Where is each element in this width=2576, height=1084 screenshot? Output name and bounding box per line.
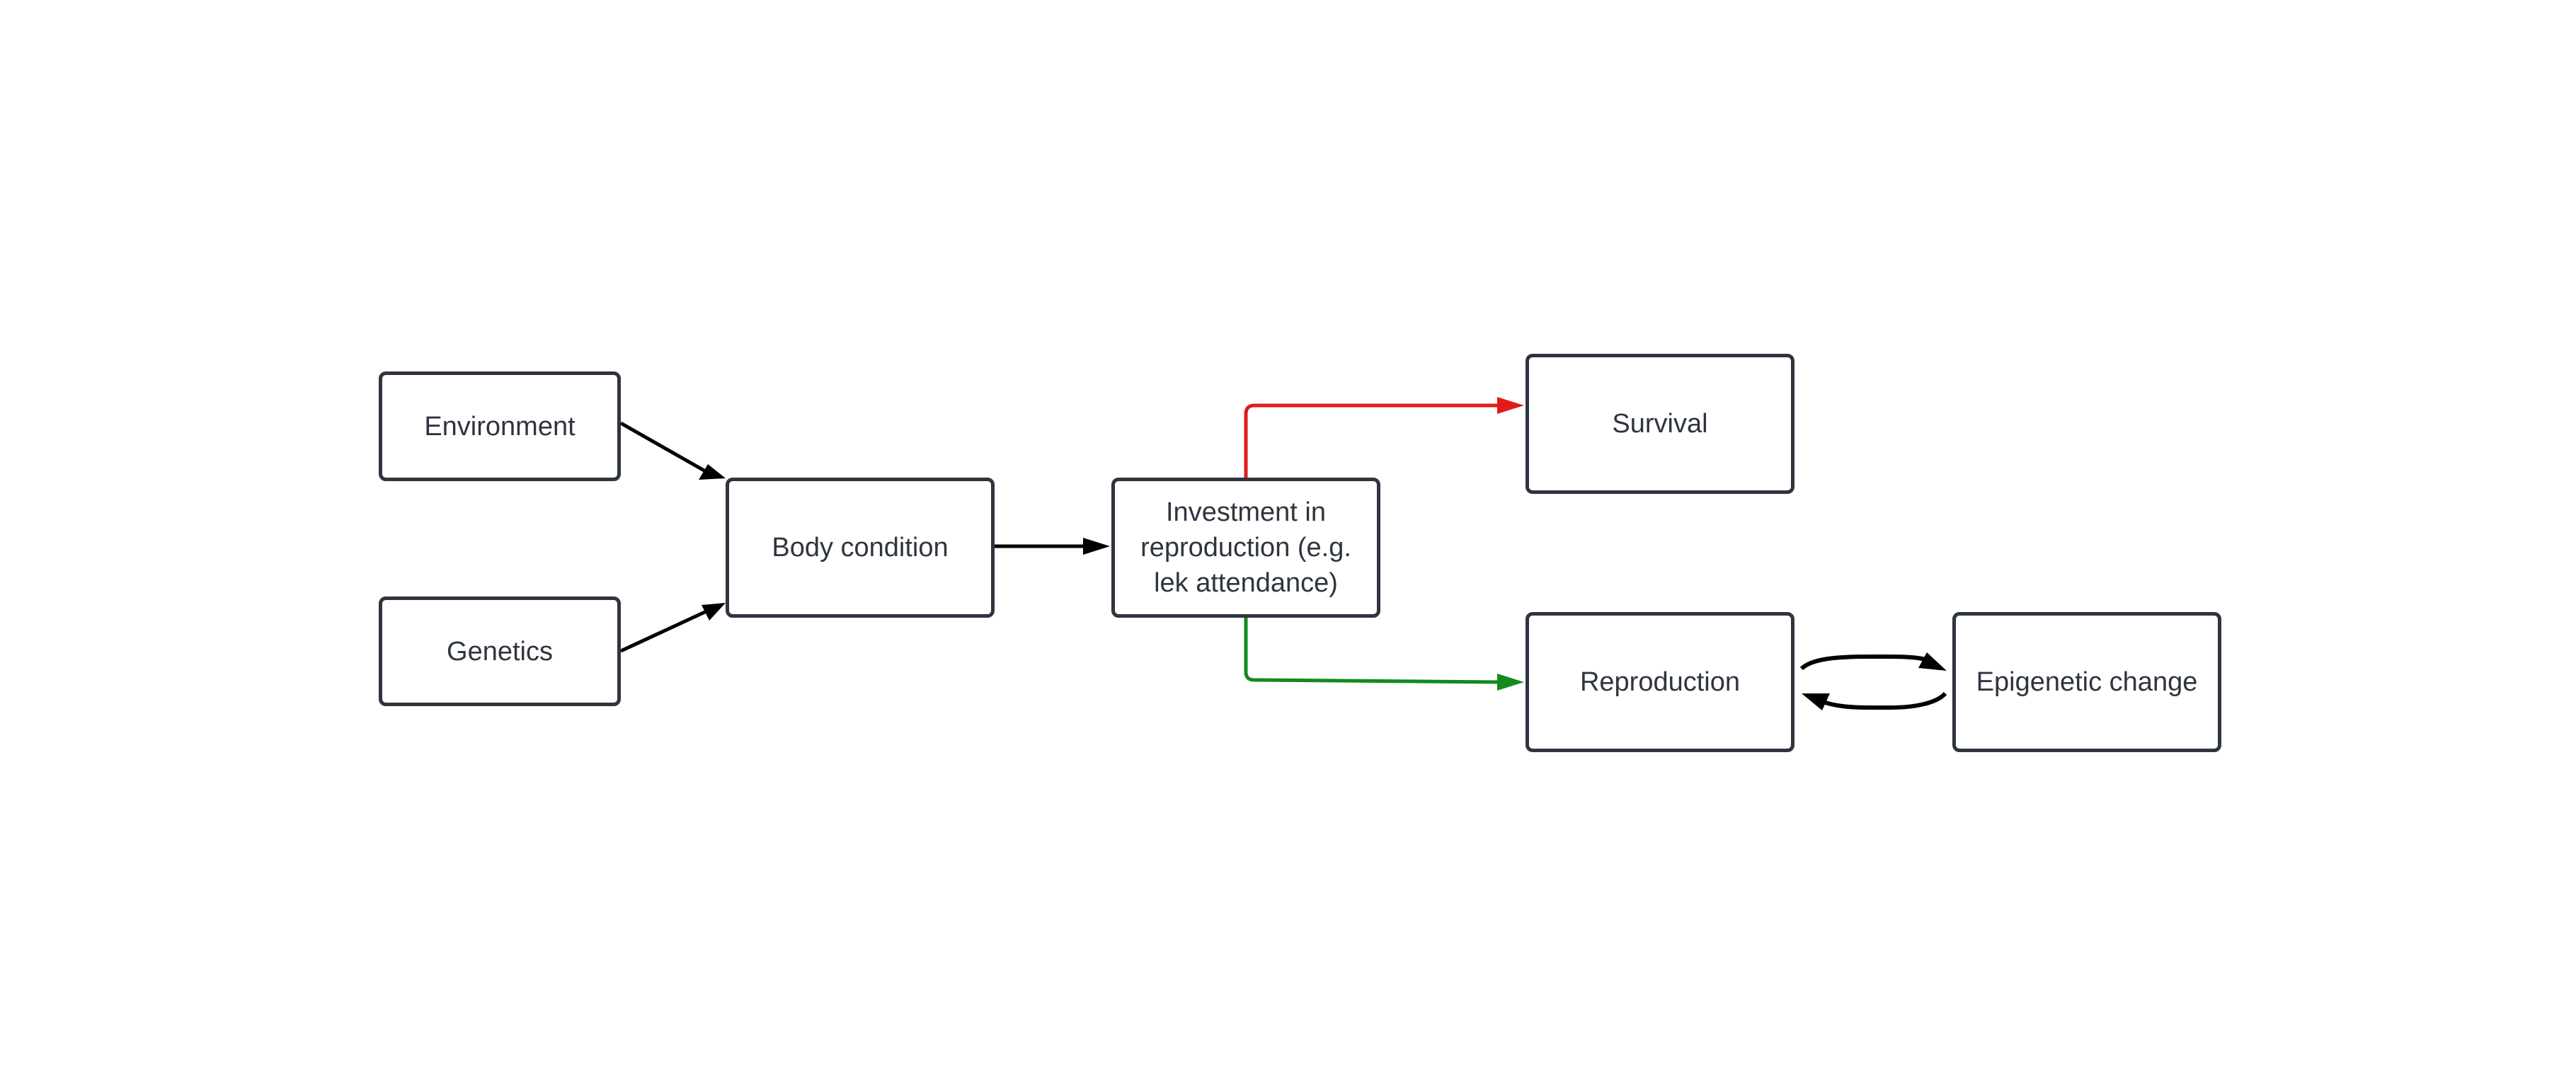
edge-genetics-to-body-condition xyxy=(619,603,726,653)
edge-body-condition-to-investment xyxy=(995,538,1110,555)
node-reproduction: Reproduction xyxy=(1525,612,1794,752)
edge-environment-to-body-condition xyxy=(619,421,726,480)
node-label: Environment xyxy=(424,411,576,442)
node-label: Epigenetic change xyxy=(1976,667,2198,697)
node-label: Investment in reproduction (e.g. lek att… xyxy=(1140,497,1351,598)
node-body-condition: Body condition xyxy=(726,478,995,618)
edge-reproduction-to-epigenetic xyxy=(1799,652,1947,671)
node-label: Survival xyxy=(1612,409,1708,439)
node-investment-in-reproduction: Investment in reproduction (e.g. lek att… xyxy=(1111,478,1380,618)
node-label: Reproduction xyxy=(1579,667,1741,697)
node-label: Body condition xyxy=(772,533,949,563)
node-genetics: Genetics xyxy=(379,596,621,706)
node-label: Genetics xyxy=(447,636,553,667)
edge-investment-to-reproduction xyxy=(1244,618,1524,691)
edge-investment-to-survival xyxy=(1244,397,1524,478)
node-epigenetic-change: Epigenetic change xyxy=(1952,612,2221,752)
node-environment: Environment xyxy=(379,371,621,481)
edge-epigenetic-to-reproduction xyxy=(1802,691,1947,710)
node-survival: Survival xyxy=(1525,354,1794,494)
